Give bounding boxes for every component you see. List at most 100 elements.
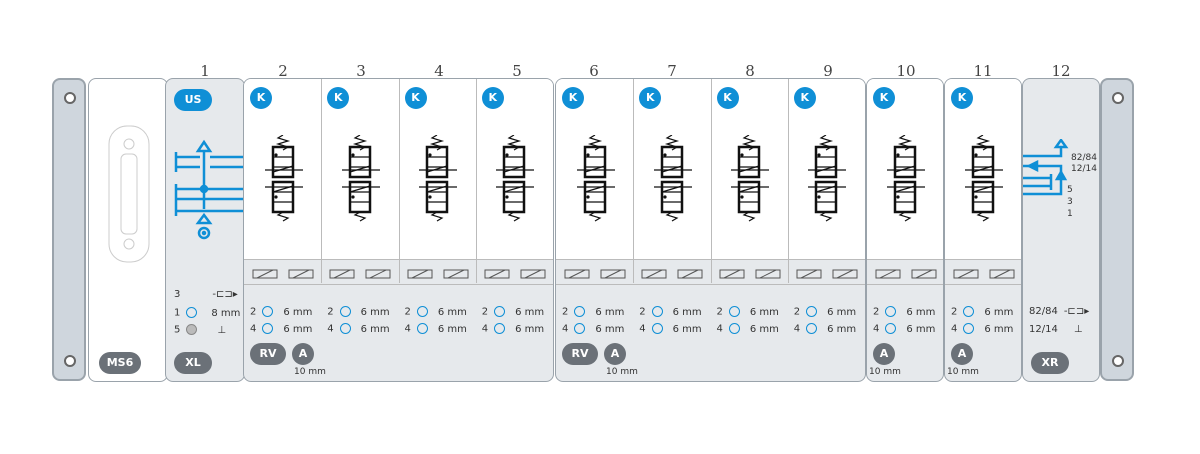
coil-strip <box>633 259 711 285</box>
module-position-number: 2 <box>278 62 288 80</box>
k-badge: K <box>716 87 739 109</box>
port-size: 6 mm <box>437 306 467 318</box>
port-number: 4 <box>481 323 489 335</box>
solenoid-valve-icon <box>796 134 856 229</box>
port-size: 8 mm <box>211 307 241 319</box>
plug-icon <box>186 324 198 335</box>
module-position-number: 11 <box>973 62 993 80</box>
port-number: 4 <box>250 323 257 335</box>
module-position-number: 7 <box>667 62 677 80</box>
port-circle-icon <box>416 306 428 317</box>
port-label: 82/84 <box>1071 153 1097 163</box>
coil-icon <box>677 265 703 284</box>
right-end-plate <box>1100 78 1134 381</box>
port-3-label: 3-⊏⊐▸ <box>174 289 238 300</box>
valve-module[interactable]: K <box>633 79 711 259</box>
port-row: 4 6 mm <box>717 323 779 335</box>
valve-module[interactable]: K <box>710 79 788 259</box>
us-badge: US <box>174 89 212 111</box>
connector-icon <box>108 125 150 263</box>
coil-strip <box>398 259 476 285</box>
port-number: 2 <box>562 306 569 318</box>
module-divider <box>787 79 789 283</box>
coil-icon <box>365 265 391 284</box>
module-divider <box>710 79 712 283</box>
coil-icon <box>564 265 590 284</box>
valve-module[interactable]: K <box>398 79 476 259</box>
k-badge: K <box>404 87 427 109</box>
port-size: 6 mm <box>906 323 936 335</box>
coil-icon <box>832 265 858 284</box>
solenoid-valve-icon <box>953 134 1013 229</box>
port-number: 4 <box>716 323 723 335</box>
module-position-number: 4 <box>434 62 444 80</box>
ms6-module: MS6 <box>88 78 168 382</box>
solenoid-valve-icon <box>330 134 390 229</box>
coil-icon <box>600 265 626 284</box>
valve-module[interactable]: K <box>945 79 1021 259</box>
coil-icon <box>989 265 1015 284</box>
k-badge: K <box>327 87 350 109</box>
k-badge: K <box>562 87 584 109</box>
port-circle-icon <box>339 306 351 317</box>
silencer-icon: -⊏⊐▸ <box>212 289 238 300</box>
xr-badge: XR <box>1031 352 1069 374</box>
supply-size: 10 mm <box>869 367 901 377</box>
exhaust-manifold-icon <box>1023 139 1069 196</box>
port-circle-icon <box>728 306 740 317</box>
port-label: 1 <box>1067 209 1073 219</box>
k-badge: K <box>951 87 973 109</box>
rv-badge: RV <box>562 343 598 365</box>
supply-size: 10 mm <box>606 367 638 377</box>
coil-strip <box>321 259 399 285</box>
valve-module[interactable]: K <box>556 79 634 259</box>
module-position-number: 5 <box>512 62 522 80</box>
port-circle-icon <box>262 306 274 317</box>
valve-module[interactable]: K <box>787 79 865 259</box>
module-position-number: 12 <box>1051 62 1071 80</box>
port-number: 4 <box>873 323 880 335</box>
port-circle-icon <box>806 306 818 317</box>
silencer-icon: -⊏⊐▸ <box>1063 306 1090 317</box>
solenoid-valve-icon <box>484 134 544 229</box>
left-end-plate <box>52 78 86 381</box>
port-size: 6 mm <box>827 306 857 318</box>
port-number: 4 <box>562 323 569 335</box>
port-circle-icon <box>963 306 975 317</box>
solenoid-valve-icon <box>642 134 702 229</box>
coil-icon <box>641 265 667 284</box>
solenoid-valve-icon <box>719 134 779 229</box>
a-badge: A <box>604 343 626 365</box>
port-size: 6 mm <box>672 323 702 335</box>
valve-module[interactable]: K <box>475 79 553 259</box>
port-circle-icon <box>885 306 897 317</box>
valve-module[interactable]: K <box>867 79 943 259</box>
port-size: 6 mm <box>437 323 467 335</box>
coil-strip <box>556 259 634 285</box>
coil-icon <box>329 265 355 284</box>
port-label: 5 <box>1067 185 1073 195</box>
supply-manifold-icon <box>174 139 244 240</box>
solenoid-valve-icon <box>253 134 313 229</box>
port-number: 82/84 <box>1029 306 1058 317</box>
valve-module[interactable]: K <box>244 79 322 259</box>
port-size: 6 mm <box>749 323 779 335</box>
port-size: 6 mm <box>283 306 313 318</box>
coil-icon <box>911 265 937 284</box>
module-position-number: 8 <box>745 62 755 80</box>
port-size: 6 mm <box>672 306 702 318</box>
coil-icon <box>520 265 546 284</box>
valve-module[interactable]: K <box>321 79 399 259</box>
port-size: 6 mm <box>283 323 313 335</box>
module-12-end[interactable]: 82/84 12/14 5 3 1 82/84-⊏⊐▸ 12/14⊥ XR <box>1022 78 1100 382</box>
port-circle-icon <box>186 307 198 318</box>
